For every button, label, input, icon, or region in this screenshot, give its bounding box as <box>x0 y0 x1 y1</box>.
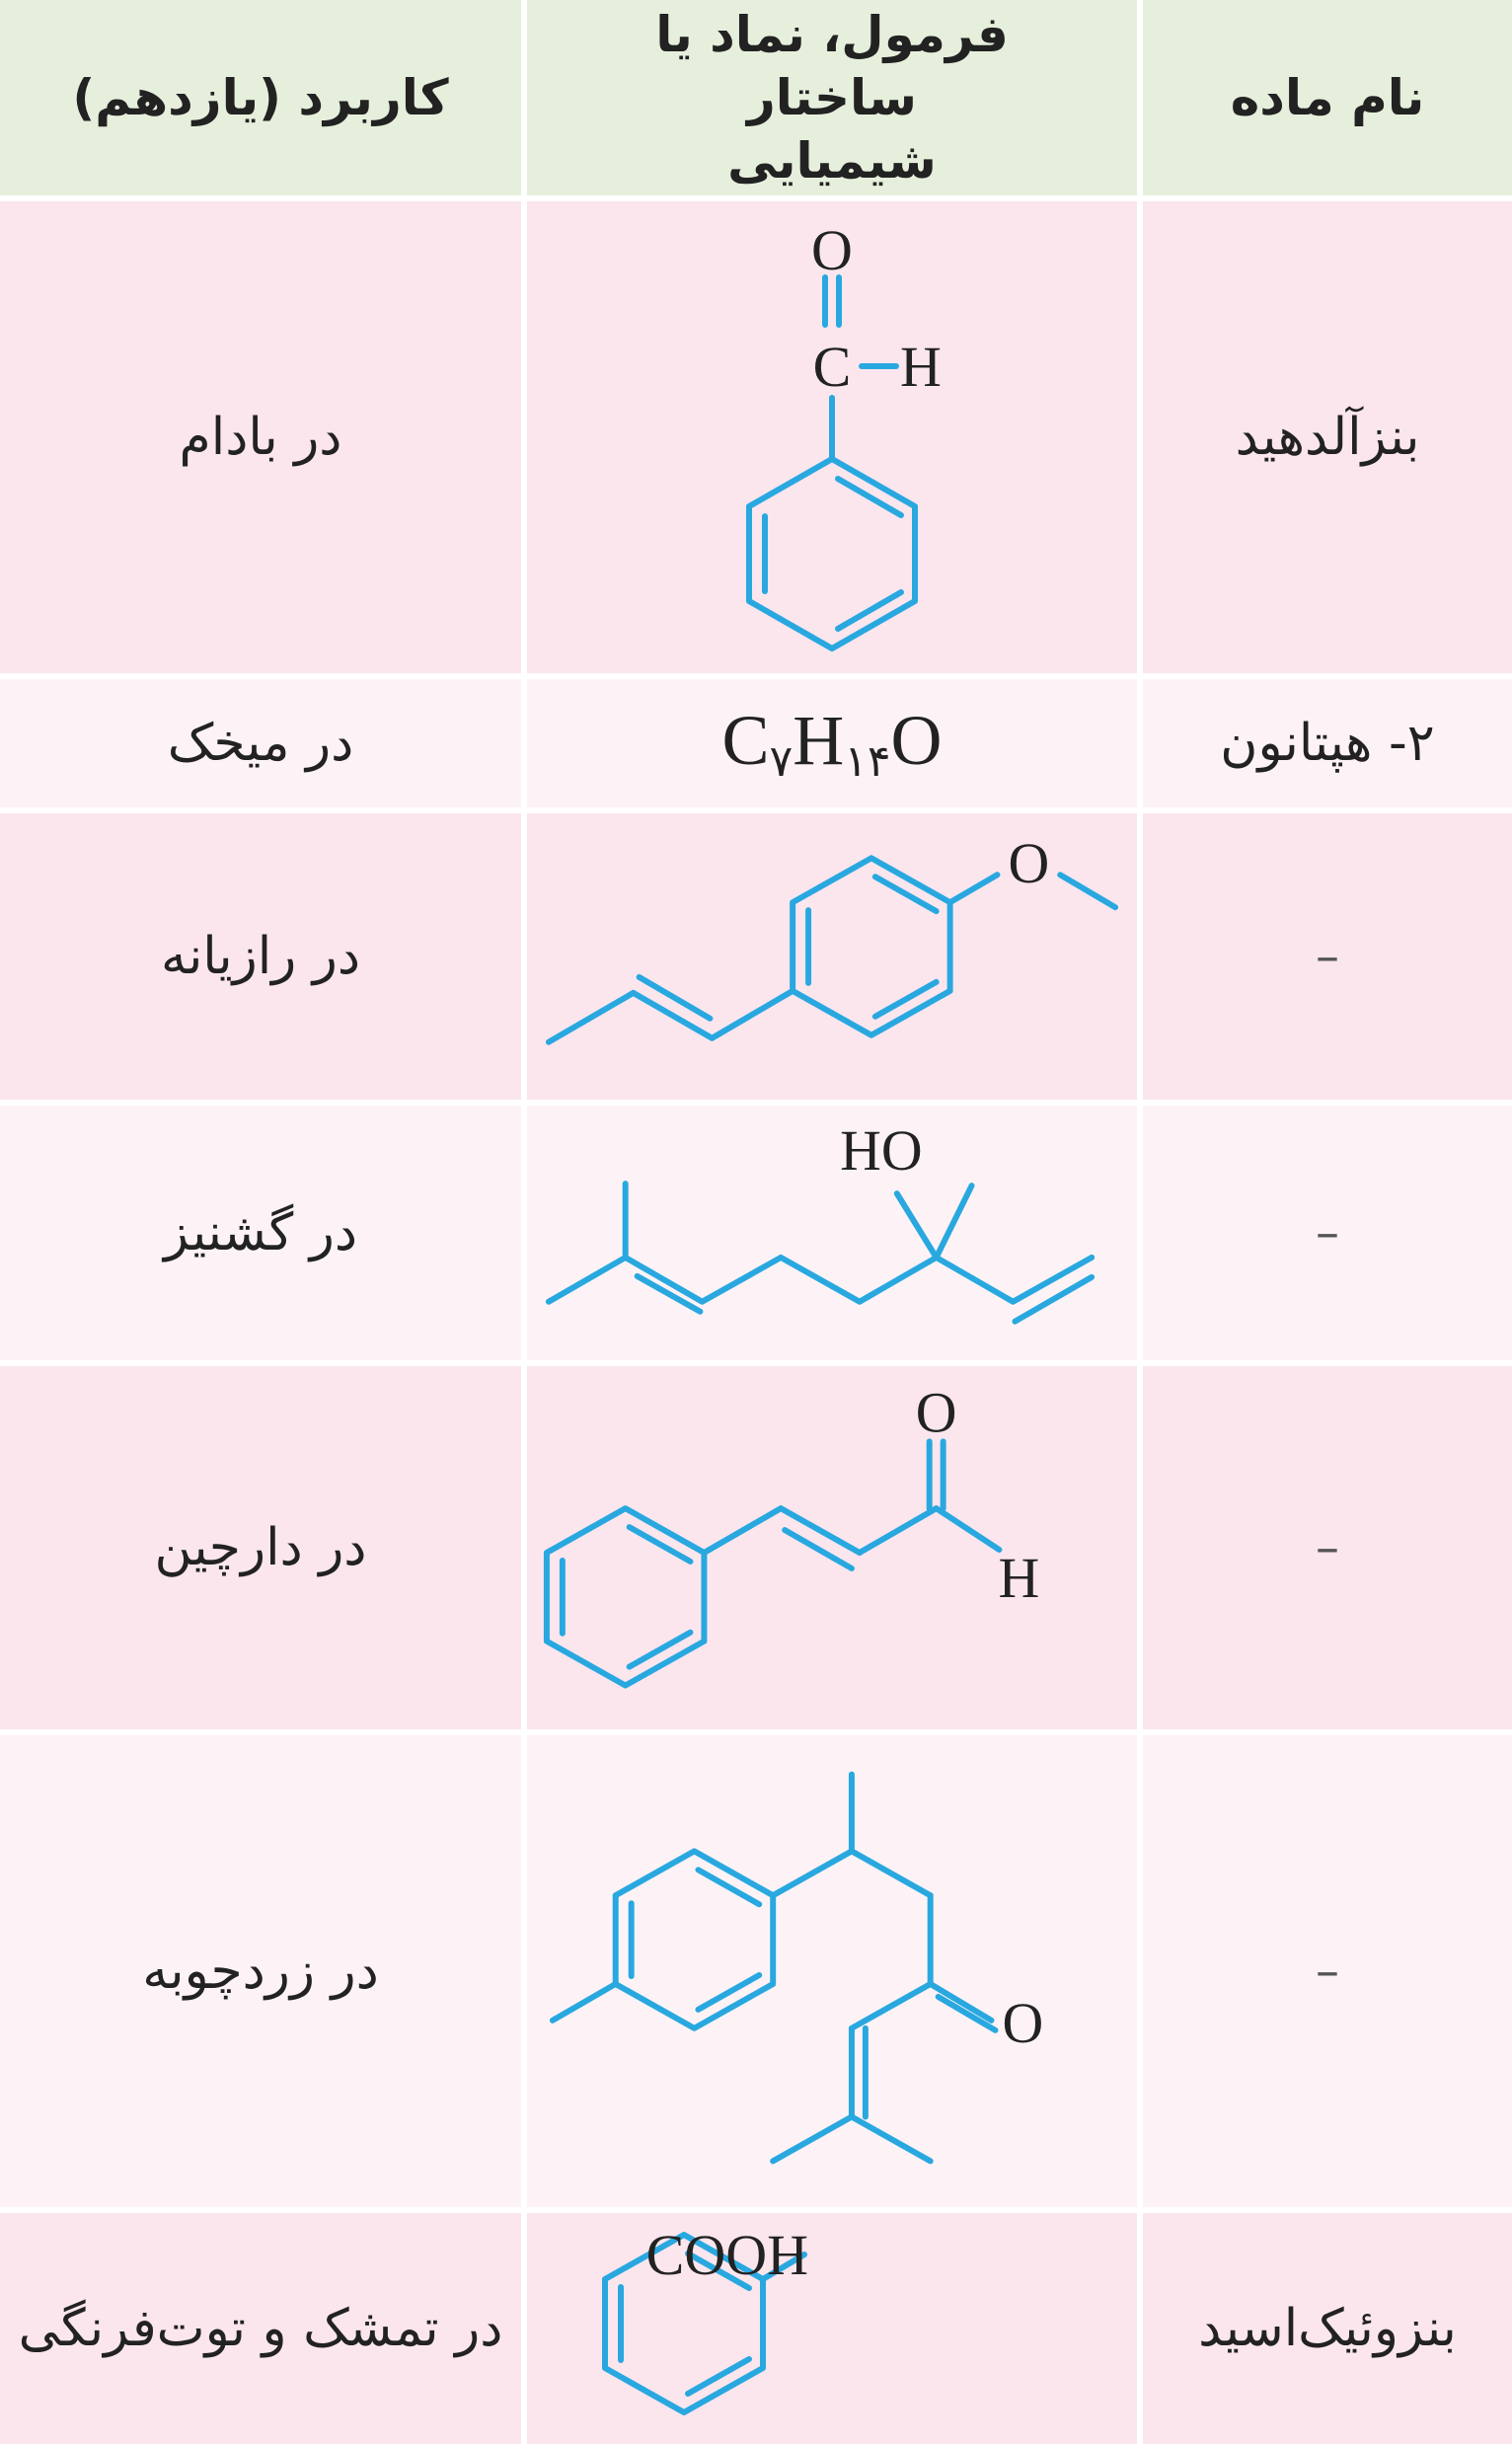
atom-o: O <box>1008 831 1049 895</box>
atom-o: O <box>811 218 853 282</box>
compound-name: ۲- هپتانون <box>1137 679 1512 807</box>
benzoic-acid-structure: COOH <box>602 2223 808 2415</box>
compound-name: – <box>1137 813 1512 1100</box>
linalool-structure: HO <box>545 1118 1096 1325</box>
structure-cell: HO <box>521 1106 1137 1360</box>
atom-o: O <box>1002 1991 1043 2055</box>
compound-name: – <box>1137 1735 1512 2207</box>
compound-name: بنزآلدهید <box>1137 201 1512 673</box>
compound-use: در رازیانه <box>0 813 521 1100</box>
compound-use: در تمشک و توت‌فرنگی <box>0 2213 521 2444</box>
table-header: نام ماده فرمول، نماد یا ساختار شیمیایی ک… <box>0 0 1512 201</box>
atom-h: H <box>999 1546 1040 1610</box>
table-row: بنزآلدهید O C H در بادام <box>0 201 1512 679</box>
turmerone-structure: O <box>549 1771 1043 2165</box>
compound-use: در دارچین <box>0 1366 521 1729</box>
table-row: ۲- هپتانون C۷H۱۴O در میخک <box>0 679 1512 813</box>
table-row: – O در رازیانه <box>0 813 1512 1106</box>
structure-cell: COOH <box>521 2213 1137 2444</box>
structure-cell: O C H <box>521 201 1137 673</box>
structure-cell: O H <box>521 1366 1137 1729</box>
compound-name: – <box>1137 1366 1512 1729</box>
molecular-formula: C۷H۱۴O <box>722 700 943 787</box>
formula-c: C <box>721 701 770 780</box>
atom-ho: HO <box>840 1118 922 1183</box>
formula-o: O <box>890 701 943 780</box>
structure-cell: O <box>521 813 1137 1100</box>
table-row: – O H در دارچین <box>0 1366 1512 1735</box>
formula-c-count: ۷ <box>769 737 794 786</box>
atom-h: H <box>900 335 942 399</box>
compound-use: در میخک <box>0 679 521 807</box>
structure-cell: O <box>521 1735 1137 2207</box>
structure-cell: C۷H۱۴O <box>521 679 1137 807</box>
compound-name: – <box>1137 1106 1512 1360</box>
formula-h-count: ۱۴ <box>844 737 891 786</box>
formula-h: H <box>793 701 845 780</box>
table-row: – <box>0 1735 1512 2213</box>
atom-c: C <box>813 335 852 399</box>
table-row: – HO در گشنیز <box>0 1106 1512 1366</box>
header-structure: فرمول، نماد یا ساختار شیمیایی <box>521 0 1137 195</box>
anethole-structure: O <box>545 831 1119 1045</box>
benzaldehyde-structure: O C H <box>746 218 942 651</box>
compound-use: در بادام <box>0 201 521 673</box>
compound-use: در زردچوبه <box>0 1735 521 2207</box>
table-row: بنزوئیک‌اسید COOH در تمشک و توت‌فرنگی <box>0 2213 1512 2444</box>
atom-cooh: COOH <box>646 2223 808 2287</box>
cinnamaldehyde-structure: O H <box>543 1380 1040 1689</box>
atom-o: O <box>916 1380 957 1444</box>
header-name: نام ماده <box>1137 0 1512 195</box>
compound-name: بنزوئیک‌اسید <box>1137 2213 1512 2444</box>
compound-use: در گشنیز <box>0 1106 521 1360</box>
header-use: کاربرد (یازدهم) <box>0 0 521 195</box>
